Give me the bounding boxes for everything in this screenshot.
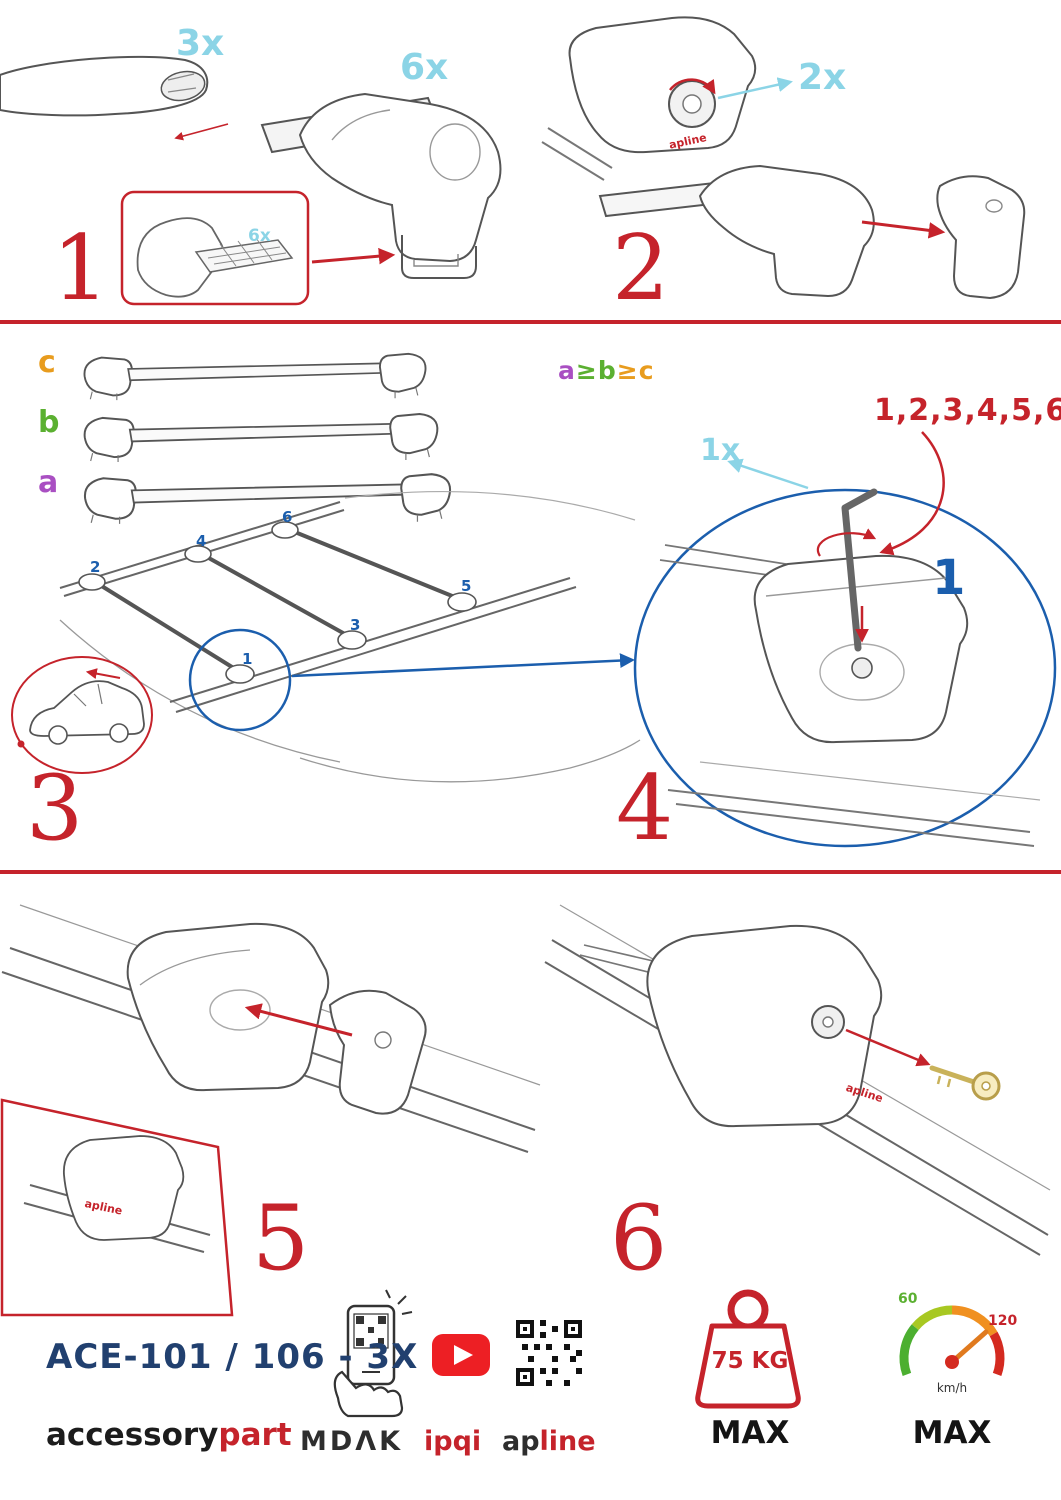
step3-bar-sizes-illustration [83, 352, 452, 525]
divider-top [0, 320, 1061, 324]
step1-crossbar-illustration [0, 55, 229, 141]
mount-position-4: 4 [196, 532, 207, 550]
step-5-number: 5 [252, 1186, 310, 1291]
step1-pad-inset [120, 190, 396, 306]
bar-size-b-label: b [38, 405, 60, 440]
weight-limit-value: 75 KG [711, 1348, 789, 1374]
mount-position-3: 3 [350, 616, 361, 634]
step5-locked-inset [0, 1098, 234, 1317]
accessorypart-logo: accessorypart [46, 1420, 292, 1451]
rule-ge1: ≥ [575, 356, 598, 385]
step-3-number: 3 [26, 756, 84, 861]
step2-endcap-illustration [598, 164, 1026, 300]
weight-icon [695, 1289, 801, 1409]
speed-unit-label: km/h [936, 1381, 968, 1395]
rule-a: a [558, 356, 576, 385]
hand-icon [333, 1370, 404, 1418]
step5-slide-illustration [1, 904, 541, 1153]
step-1-number: 1 [52, 216, 110, 321]
ipqi-logo: ipqi [424, 1426, 482, 1457]
foot-quantity-label: 6x [400, 47, 449, 88]
weight-max-label: MAX [710, 1415, 790, 1451]
step-6-number: 6 [610, 1186, 668, 1291]
size-rule-label: a≥b≥c [558, 358, 655, 383]
rule-b: b [597, 356, 617, 385]
mount-position-1: 1 [242, 650, 253, 668]
tighten-sequence-label: 1,2,3,4,5,6 [874, 393, 1061, 428]
allen-key-icon [841, 488, 878, 652]
rule-c: c [638, 356, 655, 385]
step2-foot-knob-illustration [541, 16, 793, 181]
step-4-number: 4 [616, 756, 674, 861]
bar-quantity-label: 3x [176, 23, 225, 64]
speedometer-needle [949, 1329, 989, 1365]
step3-roof-illustration [59, 490, 641, 783]
brand-accessory: accessory [46, 1417, 219, 1453]
step-2-number: 2 [612, 216, 670, 321]
mount-position-2: 2 [90, 558, 101, 576]
step3-car-inset-illustration [11, 656, 153, 774]
speed-low-label: 60 [898, 1291, 918, 1307]
bar-size-a-label: a [38, 465, 59, 500]
speedometer-icon [899, 1305, 1005, 1376]
step6-lock-illustration [544, 904, 1051, 1256]
cover-quantity-label: 2x [798, 57, 847, 98]
model-number: ACE-101 / 106 - 3X [46, 1337, 419, 1377]
mount-position-6: 6 [282, 508, 293, 526]
apline-logo: apline [502, 1428, 596, 1455]
speed-high-label: 120 [988, 1313, 1018, 1329]
key-icon [929, 1065, 1001, 1101]
speed-max-label: MAX [912, 1415, 992, 1451]
sequence-start-label: 1 [932, 550, 966, 606]
apline-ap: ap [502, 1426, 540, 1457]
tool-quantity-label: 1x [700, 433, 741, 468]
bar-size-c-label: c [38, 345, 56, 380]
mount-position-5: 5 [461, 577, 472, 595]
step4-zoom-illustration [633, 431, 1057, 848]
brand-part: part [218, 1417, 292, 1453]
phone-qr-icon [333, 1289, 413, 1418]
step1-foot-illustration [260, 92, 502, 279]
qr-code-icon [516, 1320, 582, 1386]
pad-quantity-label: 6x [248, 226, 271, 246]
divider-bottom [0, 870, 1061, 874]
rule-ge2: ≥ [616, 356, 639, 385]
apline-line: line [539, 1426, 596, 1457]
mdak-logo: MDΛK [300, 1426, 404, 1457]
youtube-icon [432, 1334, 490, 1376]
